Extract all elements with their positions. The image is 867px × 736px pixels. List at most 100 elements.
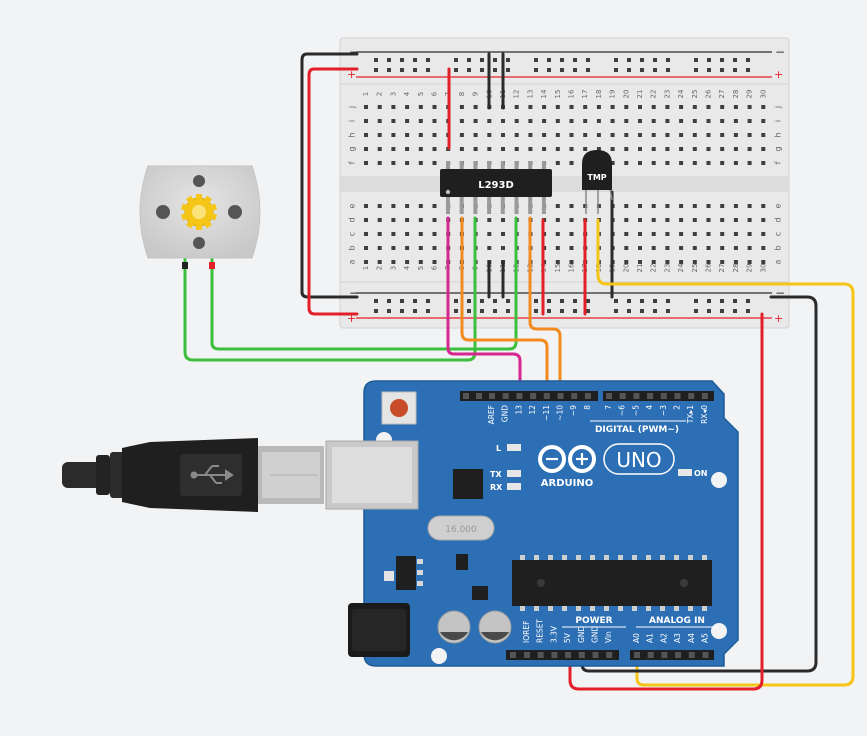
- breadboard-hole[interactable]: [679, 161, 684, 165]
- rail-hole[interactable]: [720, 68, 724, 72]
- breadboard-hole[interactable]: [706, 204, 711, 208]
- breadboard-hole[interactable]: [733, 105, 738, 109]
- header-pin[interactable]: [675, 652, 682, 658]
- breadboard-hole[interactable]: [542, 133, 547, 137]
- breadboard-hole[interactable]: [692, 260, 697, 264]
- breadboard-hole[interactable]: [733, 260, 738, 264]
- breadboard-hole[interactable]: [569, 232, 574, 236]
- breadboard-hole[interactable]: [720, 260, 725, 264]
- breadboard-hole[interactable]: [665, 105, 670, 109]
- rail-hole[interactable]: [413, 58, 417, 62]
- rail-hole[interactable]: [560, 309, 564, 313]
- breadboard-hole[interactable]: [569, 204, 574, 208]
- breadboard-hole[interactable]: [638, 105, 642, 109]
- breadboard-hole[interactable]: [364, 161, 368, 165]
- breadboard-hole[interactable]: [720, 232, 725, 236]
- header-pin[interactable]: [606, 652, 613, 658]
- rail-hole[interactable]: [573, 58, 577, 62]
- breadboard-hole[interactable]: [583, 147, 588, 151]
- breadboard-hole[interactable]: [377, 133, 382, 137]
- breadboard-hole[interactable]: [761, 105, 766, 109]
- breadboard-hole[interactable]: [432, 218, 437, 222]
- breadboard-hole[interactable]: [692, 161, 697, 165]
- rail-hole[interactable]: [413, 299, 417, 303]
- breadboard-hole[interactable]: [405, 232, 410, 236]
- breadboard-hole[interactable]: [418, 161, 423, 165]
- rail-hole[interactable]: [480, 309, 484, 313]
- rail-hole[interactable]: [720, 309, 724, 313]
- header-pin[interactable]: [530, 393, 537, 399]
- breadboard-hole[interactable]: [418, 133, 423, 137]
- header-pin[interactable]: [634, 652, 640, 658]
- rail-hole[interactable]: [400, 68, 404, 72]
- motor-terminal-positive[interactable]: [209, 262, 215, 269]
- breadboard-hole[interactable]: [638, 161, 642, 165]
- wire-yellow-sensor-signal[interactable]: [596, 218, 855, 687]
- breadboard-hole[interactable]: [459, 133, 464, 137]
- breadboard-hole[interactable]: [596, 119, 601, 123]
- rail-hole[interactable]: [467, 309, 471, 313]
- breadboard-hole[interactable]: [583, 204, 588, 208]
- breadboard-hole[interactable]: [665, 147, 670, 151]
- breadboard-hole[interactable]: [569, 218, 574, 222]
- breadboard-hole[interactable]: [569, 246, 574, 250]
- header-pin[interactable]: [661, 652, 668, 658]
- rail-hole[interactable]: [493, 58, 497, 62]
- breadboard-hole[interactable]: [418, 204, 423, 208]
- rail-hole[interactable]: [560, 299, 564, 303]
- breadboard-hole[interactable]: [501, 218, 505, 222]
- breadboard-hole[interactable]: [679, 232, 684, 236]
- breadboard-hole[interactable]: [665, 260, 670, 264]
- rail-hole[interactable]: [493, 299, 497, 303]
- breadboard-hole[interactable]: [610, 133, 615, 137]
- breadboard-hole[interactable]: [638, 133, 642, 137]
- rail-hole[interactable]: [426, 58, 430, 62]
- rail-hole[interactable]: [480, 58, 484, 62]
- rail-hole[interactable]: [586, 309, 590, 313]
- rail-hole[interactable]: [707, 58, 711, 62]
- breadboard-hole[interactable]: [610, 161, 615, 165]
- breadboard-hole[interactable]: [405, 133, 410, 137]
- rail-hole[interactable]: [653, 58, 657, 62]
- breadboard-hole[interactable]: [405, 218, 410, 222]
- breadboard-hole[interactable]: [761, 133, 766, 137]
- rail-hole[interactable]: [374, 68, 378, 72]
- breadboard-hole[interactable]: [405, 105, 410, 109]
- breadboard-hole[interactable]: [720, 119, 725, 123]
- rail-hole[interactable]: [586, 58, 590, 62]
- wire-orange-pin11[interactable]: [460, 216, 549, 399]
- header-pin[interactable]: [674, 393, 681, 399]
- breadboard-hole[interactable]: [638, 204, 642, 208]
- header-pin[interactable]: [565, 652, 572, 658]
- breadboard-hole[interactable]: [501, 119, 505, 123]
- breadboard-hole[interactable]: [624, 105, 629, 109]
- breadboard-hole[interactable]: [651, 232, 656, 236]
- breadboard-hole[interactable]: [364, 204, 368, 208]
- breadboard-hole[interactable]: [638, 119, 642, 123]
- breadboard-hole[interactable]: [665, 218, 670, 222]
- analog-header[interactable]: [630, 650, 714, 660]
- header-pin[interactable]: [633, 393, 640, 399]
- breadboard-hole[interactable]: [733, 246, 738, 250]
- rail-hole[interactable]: [666, 299, 670, 303]
- breadboard-hole[interactable]: [432, 246, 437, 250]
- header-pin[interactable]: [701, 393, 708, 399]
- breadboard-hole[interactable]: [747, 246, 752, 250]
- breadboard-hole[interactable]: [692, 105, 697, 109]
- breadboard-hole[interactable]: [665, 232, 670, 236]
- rail-hole[interactable]: [506, 58, 510, 62]
- breadboard-hole[interactable]: [487, 246, 492, 250]
- breadboard-hole[interactable]: [692, 204, 697, 208]
- breadboard-hole[interactable]: [596, 105, 601, 109]
- rail-hole[interactable]: [426, 68, 430, 72]
- breadboard-hole[interactable]: [514, 133, 519, 137]
- breadboard-hole[interactable]: [487, 147, 492, 151]
- rail-hole[interactable]: [614, 58, 618, 62]
- breadboard-hole[interactable]: [651, 133, 656, 137]
- rail-hole[interactable]: [560, 68, 564, 72]
- breadboard-hole[interactable]: [473, 105, 478, 109]
- rail-hole[interactable]: [733, 58, 737, 62]
- rail-hole[interactable]: [666, 309, 670, 313]
- header-pin[interactable]: [502, 393, 509, 399]
- breadboard-hole[interactable]: [405, 119, 410, 123]
